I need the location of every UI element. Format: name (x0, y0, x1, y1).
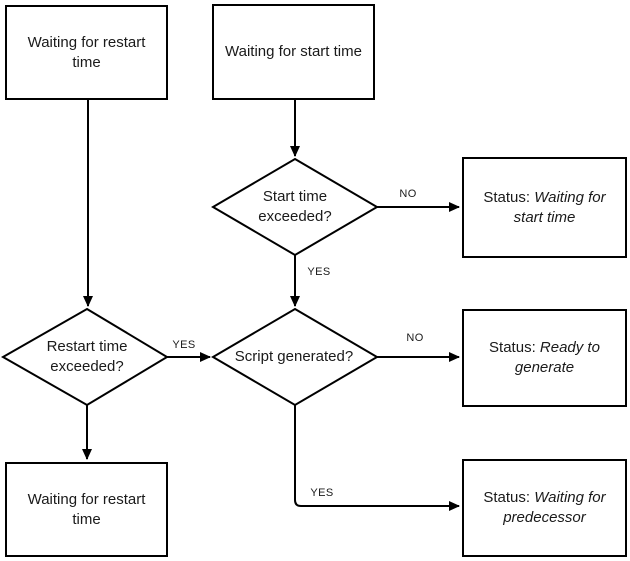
decision-script-generated (211, 307, 379, 407)
status-value: Ready to generate (514, 339, 600, 376)
edge-label-restart-yes: YES (171, 339, 197, 351)
decision-start-time-exceeded (211, 157, 379, 257)
edge-script-yes-to-status-predecessor (294, 405, 460, 511)
status-value: Waiting for predecessor (503, 489, 606, 526)
status-value: Waiting for start time (513, 188, 606, 226)
node-label: Waiting for start time (225, 43, 362, 61)
edge-label-script-yes: YES (309, 487, 335, 499)
status-prefix: Status: (489, 339, 540, 357)
node-label: Status: Waiting for start time (478, 188, 611, 228)
edge-label-start-no: NO (398, 188, 418, 200)
node-label: Status: Ready to generate (482, 338, 607, 378)
decision-restart-time-exceeded (0, 307, 169, 407)
status-prefix: Status: (483, 188, 535, 206)
node-waiting-for-restart-time-bottom: Waiting for restart time (5, 462, 168, 557)
node-label: Status: Waiting for predecessor (478, 488, 611, 528)
edge-label-script-no: NO (405, 332, 425, 344)
node-label: Waiting for restart time (27, 33, 146, 71)
node-status-ready-to-generate: Status: Ready to generate (462, 309, 627, 407)
node-waiting-for-start-time: Waiting for start time (212, 4, 375, 100)
node-status-waiting-for-start-time: Status: Waiting for start time (462, 157, 627, 258)
node-status-waiting-for-predecessor: Status: Waiting for predecessor (462, 459, 627, 557)
node-label: Waiting for restart time (27, 490, 146, 528)
edge-label-start-yes: YES (306, 266, 332, 278)
status-prefix: Status: (483, 489, 535, 507)
node-waiting-for-restart-time-top: Waiting for restart time (5, 5, 168, 100)
